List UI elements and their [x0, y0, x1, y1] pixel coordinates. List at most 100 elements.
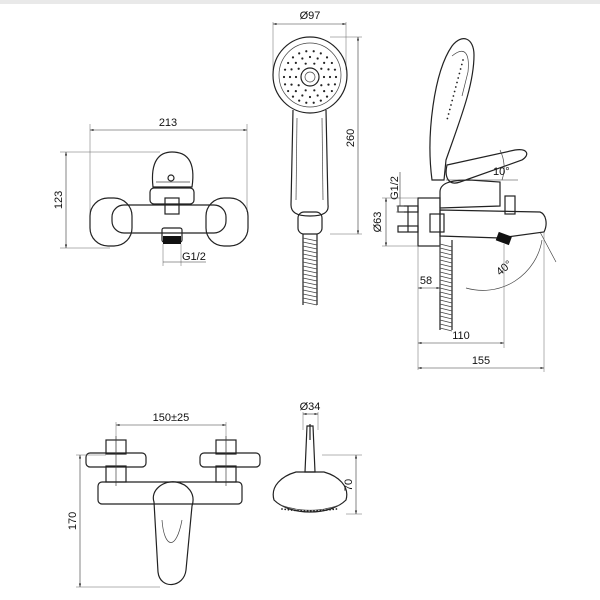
side-nozzle-dot: [447, 113, 450, 115]
nozzle-dot: [325, 95, 329, 98]
head-nozzle-dot: [313, 510, 315, 512]
head-nozzle-dot: [300, 509, 303, 512]
nozzle-dot: [313, 62, 316, 65]
dim-length-260: 260: [345, 129, 357, 147]
nozzle-dot: [294, 75, 298, 79]
nozzle-dot: [327, 68, 330, 71]
hose-rib: [302, 237, 318, 242]
dim-diameter-34: Ø34: [300, 401, 321, 413]
side-nozzle-dot: [453, 90, 456, 93]
hose-rib: [302, 249, 318, 254]
side-hose-rib: [439, 295, 453, 300]
nozzle-dot: [319, 52, 322, 55]
nozzle-dot: [294, 61, 297, 64]
nozzle-dot: [313, 89, 316, 92]
dim-height-170: 170: [67, 512, 79, 530]
head-nozzle-dot: [281, 508, 283, 510]
nozzle-dot: [333, 83, 337, 86]
dim-spacing-150: 150±25: [153, 412, 190, 424]
head-nozzle-dot: [319, 509, 322, 512]
side-nozzle-dot: [457, 77, 460, 79]
nozzle-dot: [282, 75, 286, 79]
side-hose-rib: [439, 303, 453, 308]
front-view-mixer: 213 123 G1/2: [53, 117, 249, 266]
hose-rib: [302, 285, 318, 290]
hose-rib: [302, 269, 318, 274]
nozzle-dot: [291, 56, 295, 59]
nozzle-dot: [330, 61, 333, 65]
side-hose-rib: [439, 307, 453, 312]
hose-rib: [302, 257, 318, 262]
head-nozzle-dot: [303, 510, 306, 512]
side-nozzle-dot: [450, 104, 452, 106]
nozzle-dot: [301, 94, 304, 97]
dim-height-70: 70: [343, 479, 355, 491]
nozzle-dot: [288, 75, 292, 79]
nozzle-dot: [294, 90, 297, 93]
nozzle-dot: [322, 75, 326, 79]
side-hose-rib: [439, 291, 453, 296]
nozzle-dot: [308, 95, 312, 99]
side-nozzle-dot: [452, 95, 455, 97]
dim-diameter-97: Ø97: [300, 10, 321, 22]
head-nozzle-dot: [309, 510, 312, 512]
nozzle-dot: [308, 55, 312, 59]
top-border: [0, 0, 600, 4]
nozzle-dot: [325, 56, 329, 59]
head-nozzle-dot: [332, 508, 335, 511]
nozzle-dot: [304, 89, 307, 92]
head-nozzle-dot: [297, 509, 299, 512]
side-hose-rib: [439, 271, 453, 276]
nozzle-dot: [327, 83, 330, 86]
hose-rib: [302, 253, 318, 258]
nozzle-dot: [316, 94, 319, 97]
dim-155: 155: [472, 355, 490, 367]
head-nozzle-dot: [329, 508, 331, 511]
side-hose-rib: [439, 243, 453, 248]
side-hose-rib: [439, 279, 453, 284]
side-hose-rib: [439, 267, 453, 272]
nozzle-dot: [320, 67, 323, 70]
side-hose-rib: [439, 275, 453, 280]
side-hose-rib: [439, 319, 453, 324]
side-nozzle-dot: [459, 68, 462, 70]
shower-head-side-view: Ø34 70: [272, 401, 362, 515]
nozzle-dot: [323, 90, 326, 93]
nozzle-dot: [320, 84, 323, 87]
head-nozzle-dot: [316, 509, 319, 512]
hose-ribs: [302, 237, 318, 306]
nozzle-dot: [328, 75, 332, 79]
nozzle-dot: [287, 61, 290, 65]
head-nozzle-dot: [284, 508, 287, 511]
nozzle-dot: [323, 61, 326, 64]
side-nozzles: [446, 59, 464, 120]
side-nozzle-dot: [456, 81, 458, 84]
nozzle-dot: [298, 99, 301, 102]
head-nozzles-side: [281, 508, 338, 512]
nozzle-dot: [312, 50, 315, 53]
hose-rib: [302, 301, 318, 306]
hose-rib: [302, 297, 318, 302]
dim-58: 58: [420, 275, 432, 287]
head-nozzle-dot: [335, 508, 338, 510]
head-nozzle-dot: [287, 508, 290, 511]
side-nozzle-dot: [448, 108, 451, 111]
side-nozzle-dot: [454, 86, 457, 88]
nozzle-dot: [297, 67, 300, 70]
side-nozzle-dot: [462, 59, 464, 61]
head-nozzle-dot: [325, 509, 328, 511]
dim-angle-40: 40°: [494, 258, 514, 278]
nozzle-dot: [297, 84, 300, 87]
nozzle-dot: [319, 99, 322, 102]
hose-rib: [302, 245, 318, 250]
nozzle-dot: [330, 89, 333, 93]
hose-rib: [302, 289, 318, 294]
head-nozzle-dot: [322, 509, 325, 512]
nozzle-dot: [287, 89, 290, 93]
nozzle-dot: [290, 68, 293, 71]
hose-rib: [302, 265, 318, 270]
side-hose-rib: [439, 315, 453, 320]
nozzle-dot: [290, 83, 293, 86]
nozzle-dot: [301, 57, 304, 60]
